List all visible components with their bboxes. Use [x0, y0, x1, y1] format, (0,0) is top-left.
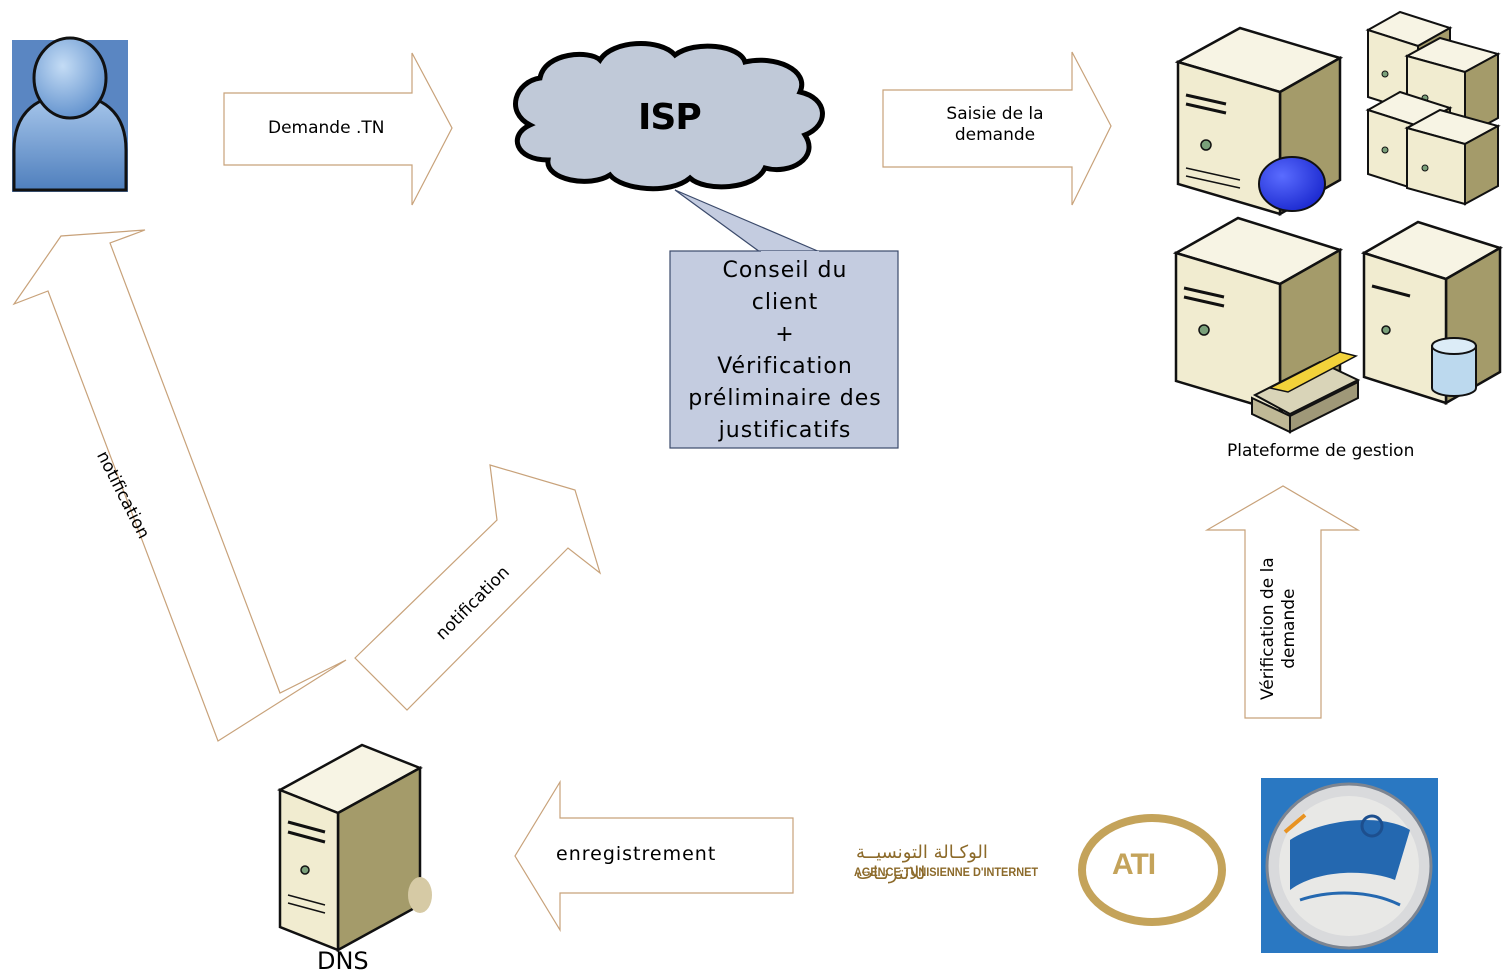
cloud-icon: [513, 41, 825, 192]
printer-icon: [1251, 351, 1361, 434]
arrow-demande-label: Demande .TN: [268, 118, 385, 138]
arrow-enregistrement-label: enregistrement: [556, 843, 717, 865]
arrow-notification-left: [12, 229, 347, 742]
server-icon: [1404, 108, 1501, 206]
arrow-verification: [1204, 485, 1361, 719]
callout-line: justificatifs: [718, 418, 852, 443]
callout-line: Conseil du: [722, 258, 848, 283]
arrow-notification-right: [354, 464, 602, 711]
server-icon: [277, 743, 432, 953]
callout-line: préliminaire des: [688, 386, 882, 411]
callout-pointer: [674, 189, 821, 253]
callout-line: +: [775, 322, 795, 347]
callout-text: Conseil du client + Vérification prélimi…: [672, 255, 898, 447]
ati-mark: ATI: [1112, 848, 1156, 881]
ati-logo: [852, 814, 1226, 926]
arrow-demande: [223, 52, 453, 206]
callout-box: [669, 250, 899, 449]
isp-label: ISP: [638, 97, 702, 138]
arrow-verification-label: Vérification de la demande: [1258, 557, 1299, 700]
arrow-enregistrement: [514, 779, 794, 933]
platform-label: Plateforme de gestion: [1227, 441, 1415, 461]
globe-icon: [1258, 156, 1326, 212]
dns-label: DNS: [317, 947, 369, 975]
callout-line: Vérification: [717, 354, 853, 379]
database-icon: [1431, 337, 1477, 397]
ati-arabic-text: الوكـالة التونسيــة للانترنـات: [856, 842, 988, 884]
ati-french-text: AGENCE TUNISIENNE D'INTERNET: [854, 867, 1039, 879]
agency-seal-icon: [1261, 778, 1438, 953]
user-icon: [12, 36, 128, 192]
arrow-saisie: [882, 51, 1112, 206]
callout-line: client: [751, 290, 819, 315]
arrow-saisie-label: Saisie de la demande: [946, 104, 1044, 146]
